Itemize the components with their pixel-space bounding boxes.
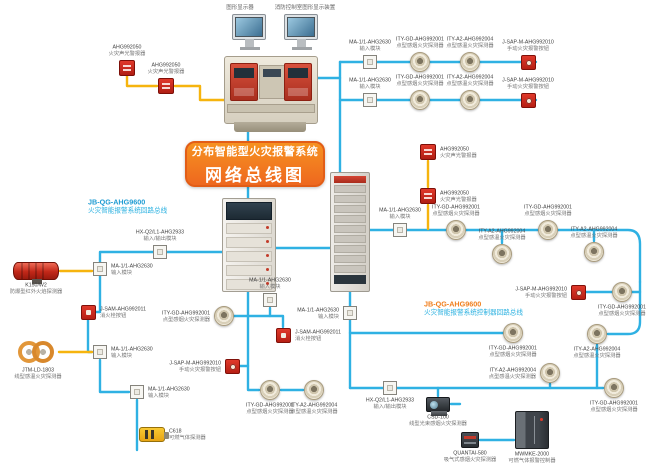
fire-control-console	[224, 56, 318, 124]
controller-model: JB-QG-AHG9600	[88, 198, 146, 207]
input-module	[93, 345, 107, 359]
cyan-bus-line	[238, 314, 250, 368]
input-module	[263, 293, 277, 307]
input-module	[130, 385, 144, 399]
controller-name: 火灾智能报警系统回路总线	[88, 207, 168, 215]
point-smoke-detector	[612, 282, 632, 302]
cabinet-vent	[334, 275, 366, 284]
sounder-strobe	[420, 188, 436, 204]
cabinet-module-row	[334, 235, 366, 243]
combustible-gas-detector	[139, 426, 169, 442]
console-base	[234, 122, 306, 132]
linear-heat-detector-cable	[18, 339, 58, 365]
monitor-screen	[235, 17, 263, 37]
input-module	[363, 93, 377, 107]
yellow-bus-line	[125, 74, 159, 88]
diagram-title: 分布智能型火灾报警系统	[191, 145, 319, 158]
manual-call-point	[520, 54, 536, 70]
input-module	[393, 223, 407, 237]
point-smoke-detector	[503, 323, 523, 343]
point-smoke-detector	[446, 220, 466, 240]
point-smoke-detector	[214, 306, 234, 326]
controller-display	[226, 202, 272, 220]
point-heat-detector	[540, 363, 560, 383]
yellow-bus-line	[173, 84, 226, 102]
graphic-display-monitor	[284, 14, 318, 50]
sounder-strobe	[420, 144, 436, 160]
controller-label-right: JB-QG-AHG9600 火灾智能报警系统控制器回路总线	[424, 300, 544, 317]
explosion-proof-ir-flame-detector	[13, 262, 59, 284]
cabinet-module-row	[334, 185, 366, 193]
point-heat-detector	[460, 90, 480, 110]
input-module	[363, 55, 377, 69]
point-heat-detector	[492, 244, 512, 264]
console-center-panel	[259, 65, 285, 99]
controller-name: 火灾智能报警系统控制器回路总线	[424, 309, 523, 317]
cyan-bus-line	[246, 306, 272, 318]
loop-controller-cabinet	[330, 172, 370, 292]
console-left-panel	[230, 63, 258, 101]
title-banner: 分布智能型火灾报警系统 网络总线图	[185, 141, 325, 187]
cabinet-module-row	[334, 225, 366, 233]
monitor-screen	[287, 17, 315, 37]
manual-call-point	[520, 92, 536, 108]
console-shelf	[227, 104, 315, 113]
controller-module-row	[226, 265, 272, 276]
monitor-label-left: 图形显示器	[226, 4, 254, 11]
hydrant-button	[275, 327, 291, 343]
point-heat-detector	[304, 380, 324, 400]
point-smoke-detector	[538, 220, 558, 240]
cyan-bus-line	[94, 250, 224, 314]
cabinet-module-row	[334, 195, 366, 203]
controller-module-row	[226, 251, 272, 262]
fire-alarm-controller-cabinet	[222, 198, 276, 292]
cabinet-alarm-strip	[334, 176, 366, 183]
input-module	[343, 306, 357, 320]
cabinet-module-row	[334, 255, 366, 263]
controller-label-left: JB-QG-AHG9600 火灾智能报警系统回路总线	[88, 198, 208, 215]
controller-module-row	[226, 279, 272, 290]
controller-module-row	[226, 237, 272, 248]
gas-alarm-control-panel	[515, 411, 549, 449]
io-module	[383, 381, 397, 395]
manual-call-point	[224, 358, 240, 374]
point-heat-detector	[584, 242, 604, 262]
manual-call-point	[570, 284, 586, 300]
point-smoke-detector	[410, 52, 430, 72]
monitor-label-right: 消防控制室图形显示装置	[274, 4, 336, 11]
cyan-bus-line	[606, 290, 642, 336]
point-smoke-detector	[260, 380, 280, 400]
sounder-strobe	[119, 60, 135, 76]
point-smoke-detector	[410, 90, 430, 110]
point-heat-detector	[460, 52, 480, 72]
cyan-bus-line	[268, 314, 285, 329]
cyan-bus-line	[246, 364, 261, 392]
cyan-bus-line	[98, 358, 131, 394]
cabinet-module-row	[334, 265, 366, 273]
aspirating-smoke-detector	[461, 432, 479, 448]
console-right-panel	[284, 63, 312, 101]
controller-model: JB-QG-AHG9600	[424, 300, 482, 309]
cabinet-module-row	[334, 205, 366, 213]
beam-smoke-detector	[426, 396, 450, 416]
cabinet-module-row	[334, 245, 366, 253]
sounder-strobe	[158, 78, 174, 94]
cyan-bus-line	[232, 290, 250, 318]
point-heat-detector	[587, 324, 607, 344]
input-module	[93, 262, 107, 276]
cyan-bus-line	[368, 228, 642, 284]
io-module	[153, 245, 167, 259]
diagram-subtitle: 网络总线图	[205, 165, 305, 185]
hydrant-button	[80, 304, 96, 320]
cyan-bus-line	[86, 318, 94, 354]
graphic-display-monitor	[232, 14, 266, 50]
cabinet-module-row	[334, 215, 366, 223]
point-smoke-detector	[604, 378, 624, 398]
controller-module-row	[226, 223, 272, 234]
